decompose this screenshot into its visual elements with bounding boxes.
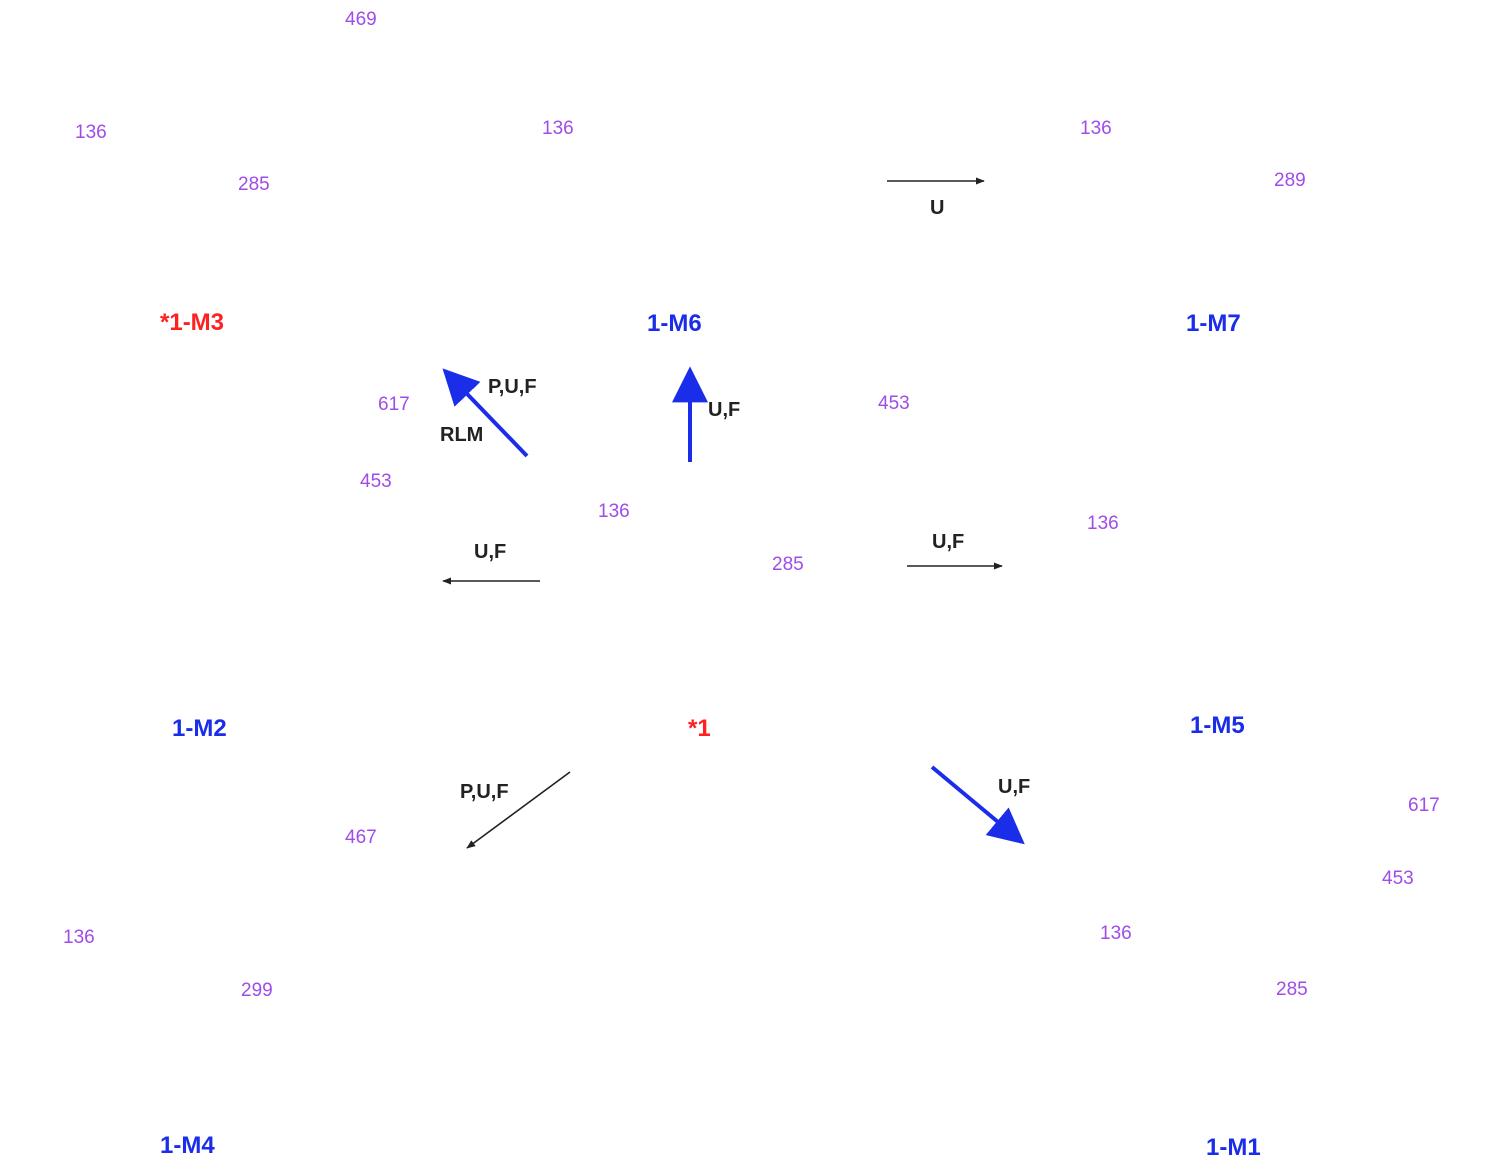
arrow-to-m1 [930, 765, 1025, 845]
fragment-mz-m1-2: 617 [1408, 795, 1440, 816]
fragment-mz-p1-1: 285 [772, 554, 804, 575]
arrow-to-m3 [442, 368, 529, 458]
m3-star: * [160, 309, 170, 336]
fragment-mz-p1-2: 453 [878, 393, 910, 414]
compound-label-m1: 1-M1 [1206, 1134, 1261, 1159]
compound-label-parent: *1 [688, 715, 711, 742]
fragment-mz-m1-0: 136 [1100, 923, 1132, 944]
fragment-mz-m1-3: 453 [1382, 868, 1414, 889]
fragment-mz-m4-2: 467 [345, 827, 377, 848]
fragment-mz-m3-2: 469 [345, 9, 377, 30]
cond-to-m2: U,F [474, 541, 506, 563]
compound-label-m7: 1-M7 [1186, 310, 1241, 337]
cond-m6-to-m7: U [930, 197, 944, 219]
fragment-mz-m3-1: 285 [238, 174, 270, 195]
compound-labels: *1-M3 1-M6 1-M7 1-M2 *1 1-M5 1-M4 1-M1 [160, 309, 1261, 1159]
cond-to-m6: U,F [708, 399, 740, 421]
compound-label-m3: *1-M3 [160, 309, 224, 336]
arrow-to-m4 [466, 771, 571, 849]
cond-to-m4: P,U,F [460, 781, 509, 803]
condition-labels: P,U,F RLM U,F U U,F U,F P,U,F U,F [440, 197, 1030, 803]
fragment-mz-m2-1: 617 [378, 394, 410, 415]
cond-to-m1: U,F [998, 776, 1030, 798]
compound-label-m5: 1-M5 [1190, 712, 1245, 739]
cond-to-m3: P,U,F [488, 376, 537, 398]
fragment-mz-m1-1: 285 [1276, 979, 1308, 1000]
enzyme-to-m3: RLM [440, 424, 483, 446]
fragment-mz-m2-2: 453 [360, 471, 392, 492]
fragment-mz-m5-0: 136 [1087, 513, 1119, 534]
transformation-arrows [442, 177, 1025, 849]
compound-label-m2: 1-M2 [172, 715, 227, 742]
fragment-mz-m7-1: 289 [1274, 170, 1306, 191]
fragment-mz-p1-0: 136 [598, 501, 630, 522]
molecule-layer: O H O O OH OOHOOHOHOHHO136285469 [63, 9, 1440, 1001]
fragment-mz-m7-0: 136 [1080, 118, 1112, 139]
fragment-mz-m6-0: 136 [542, 118, 574, 139]
cond-to-m5: U,F [932, 531, 964, 553]
compound-label-m4: 1-M4 [160, 1132, 215, 1159]
compound-label-m6: 1-M6 [647, 310, 702, 337]
fragment-mz-m4-1: 299 [241, 980, 273, 1001]
m3-name: 1-M3 [169, 309, 224, 336]
fragment-mz-m3-0: 136 [75, 122, 107, 143]
fragment-mz-m4-0: 136 [63, 927, 95, 948]
